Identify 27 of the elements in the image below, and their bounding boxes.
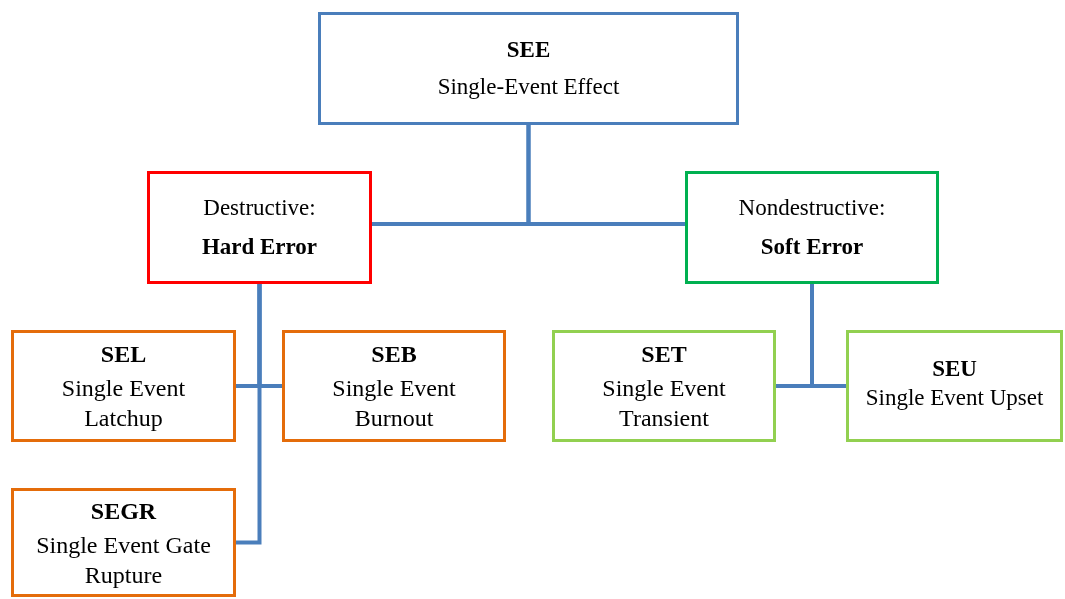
connector-line <box>810 284 846 388</box>
node-heading: SEGR <box>90 496 157 526</box>
node-heading: SEE <box>506 35 551 64</box>
category-box <box>282 330 506 442</box>
category-box <box>846 330 1063 442</box>
node-text: Single Event Transient <box>601 374 727 433</box>
category-box <box>318 12 739 125</box>
category-box <box>11 488 236 597</box>
node-text: Single Event Latchup <box>60 374 187 433</box>
node-text: Single Event Upset <box>865 383 1044 412</box>
connector-line <box>526 125 685 226</box>
node-heading: SET <box>641 340 687 369</box>
category-box <box>552 330 776 442</box>
node-heading: Nondestructive: <box>738 193 886 222</box>
node-heading: SEL <box>100 340 147 369</box>
node-heading: SEU <box>932 355 977 383</box>
node-text: Single-Event Effect <box>437 72 620 101</box>
connector-line <box>236 284 262 545</box>
node-text: Single Event Burnout <box>331 374 457 433</box>
node-text: Soft Error <box>760 232 864 261</box>
category-box <box>147 171 372 284</box>
node-text: Hard Error <box>201 232 318 261</box>
node-heading: SEB <box>371 340 417 369</box>
category-box <box>685 171 939 284</box>
node-heading: Destructive: <box>203 193 316 222</box>
category-box <box>11 330 236 442</box>
node-text: Single Event Gate Rupture <box>35 530 212 590</box>
